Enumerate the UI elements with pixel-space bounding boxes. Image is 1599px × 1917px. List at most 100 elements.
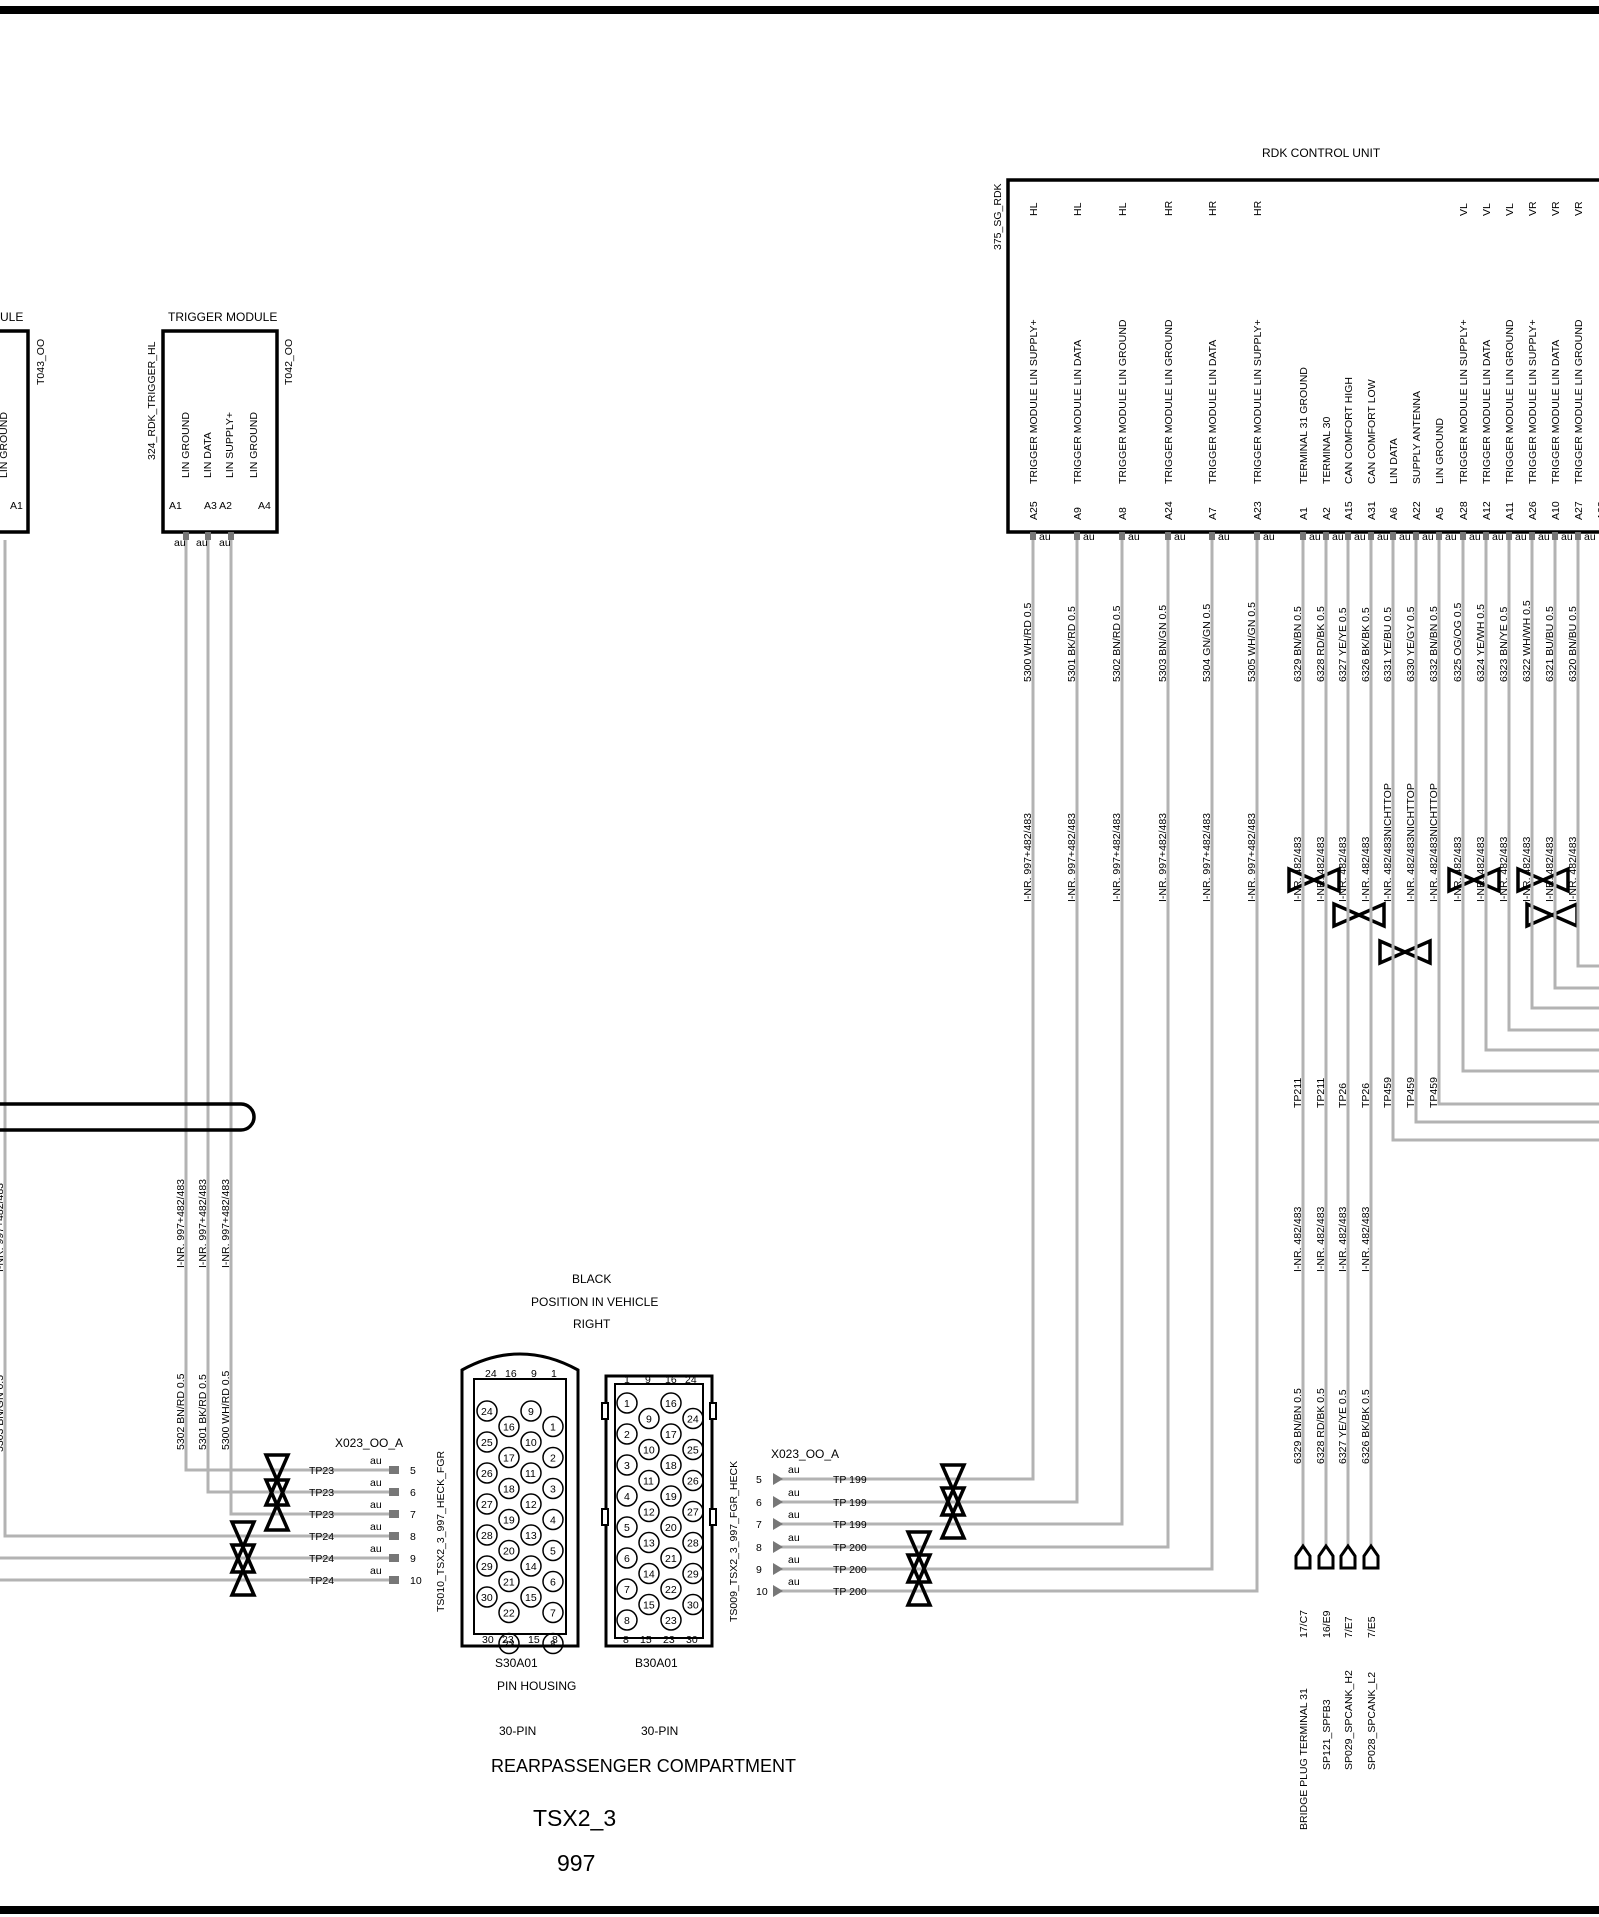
tp-right-terminal-3 [773, 1541, 783, 1553]
rdk-inr-4: I-NR. 997+482/483 [1201, 813, 1213, 902]
bridge-code-0: 17/C7 [1298, 1610, 1310, 1638]
housing-s30a01-pin-5 [542, 1539, 564, 1562]
trigger-module-hl[interactable]: TRIGGER MODULE 324_RDK_TRIGGER_HL T042_O… [146, 310, 295, 534]
housing-s30a01-pin-4 [542, 1508, 564, 1531]
rdk-wire-10: 6331 YE/BU 0.5 [1382, 607, 1394, 682]
rdk-au-18: au [1584, 531, 1596, 543]
hl-terminal-3 [228, 532, 234, 540]
pin-housing-b30a01[interactable]: 1234567891011121314151617181920212223242… [601, 1374, 740, 1738]
housing-s30a01-pin-14 [520, 1555, 542, 1577]
bottom-border [0, 1906, 1599, 1914]
pin-housing-group[interactable]: BLACK POSITION IN VEHICLE RIGHT 24252627… [435, 1272, 740, 1738]
housing-s30a01-pin-label-12: 12 [525, 1499, 537, 1511]
housing-b30a01-pin-label-7: 7 [624, 1584, 630, 1596]
housing-b30a01-pin-label-1: 1 [624, 1398, 630, 1410]
housing-s30a01-pin-29 [476, 1555, 498, 1577]
rdk-pin-a22: A22 [1411, 501, 1423, 520]
housing-b30a01-pin-label-26: 26 [687, 1476, 699, 1488]
rdk-wire-5: 5305 WH/GN 0.5 [1246, 602, 1258, 682]
housing-b30a01-pin-17 [660, 1423, 682, 1445]
housing-b30a01-pin-label-3: 3 [624, 1460, 630, 1472]
rdk-pin-a23: A23 [1252, 501, 1264, 520]
tp-left-bowtie-2 [263, 1478, 291, 1532]
trigger-hl-func-3: LIN GROUND [248, 412, 260, 478]
rdk-wire-line-3 [780, 540, 1170, 1549]
tp459-wire-line-1 [1414, 540, 1599, 1124]
housing-b30a01-pin-label-17: 17 [665, 1429, 677, 1441]
rdk-wire-1: 5301 BK/RD 0.5 [1066, 606, 1078, 682]
tp-right-bowtie-1 [939, 1463, 967, 1517]
housing-b30a01-pin-14 [638, 1562, 660, 1585]
housing-b30a01-bot-0: 8 [623, 1634, 629, 1646]
rdk-func-7: TERMINAL 30 [1321, 417, 1333, 484]
housing-s30a01-pin-15 [520, 1586, 542, 1608]
tp-right-terminal-1 [773, 1496, 783, 1508]
rdk-inr-12: I-NR. 482/483NICHTTOP [1428, 783, 1440, 902]
splice-bowtie-2 [1332, 901, 1386, 929]
housing-b30a01-pin-11 [638, 1469, 660, 1492]
tp-left-terminal-4 [389, 1554, 399, 1562]
rdk-au-14: au [1492, 531, 1504, 543]
housing-s30a01-pin-8 [542, 1632, 564, 1655]
housing-b30a01-pin-label-24: 24 [687, 1414, 699, 1426]
hl-au-1: au [196, 537, 208, 549]
housing-s30a01-pin-label-9: 9 [528, 1406, 534, 1418]
v-wire-line-4 [1553, 540, 1599, 990]
housing-b30a01-pin-label-10: 10 [643, 1445, 655, 1457]
rdk-func-3: TRIGGER MODULE LIN GROUND [1163, 319, 1175, 484]
trigger-left-func: LIN GROUND [0, 412, 10, 478]
tp-right-tp-2: TP 199 [833, 1519, 867, 1531]
rdk-pos-14: VL [1481, 203, 1493, 216]
splice-bowtie-4 [1447, 866, 1501, 894]
housing-s30a01-pin-11 [520, 1462, 542, 1484]
rdk-au-12: au [1445, 531, 1457, 543]
rdk-terminal-9 [1368, 532, 1374, 540]
bridge-wire-label-2: 6327 YE/YE 0.5 [1337, 1389, 1349, 1464]
trigger-hl-func-0: LIN GROUND [180, 412, 192, 478]
rdk-func-13: TRIGGER MODULE LIN SUPPLY+ [1458, 319, 1470, 484]
tp-left-bowtie-3 [229, 1520, 257, 1574]
rdk-func-16: TRIGGER MODULE LIN SUPPLY+ [1527, 319, 1539, 484]
hl-wire-label-1: 5301 BK/RD 0.5 [197, 1374, 209, 1450]
trigger-hl-func-2: LIN SUPPLY+ [224, 412, 236, 478]
rdk-au-0: au [1039, 531, 1051, 543]
bridge-code-3: 7/E5 [1366, 1616, 1378, 1638]
housing-b30a01-pin-label-19: 19 [665, 1491, 677, 1503]
housing-s30a01-pin-label-16: 16 [503, 1422, 515, 1434]
rdk-pin-a9: A9 [1072, 507, 1084, 520]
housing-s30a01-top-0: 24 [485, 1368, 497, 1380]
rdk-pin-a24: A24 [1163, 501, 1175, 520]
housing-s30a01-bot-0: 30 [482, 1634, 494, 1646]
housing-b30a01-pin-label-20: 20 [665, 1522, 677, 1534]
housing-b30a01-pin-8 [616, 1609, 638, 1631]
rdk-wire-18: 6320 BN/BU 0.5 [1567, 606, 1579, 682]
rdk-wire-17: 6321 BU/BU 0.5 [1544, 606, 1556, 682]
housing-b30a01-pin-10 [638, 1438, 660, 1461]
trigger-module-left[interactable]: ULE T043_OO A1 LIN GROUND [0, 310, 47, 534]
tp-left-pin-4: 9 [410, 1553, 416, 1565]
tp-right-terminal-5 [773, 1585, 783, 1597]
housing-s30a01-pin-20 [498, 1539, 520, 1562]
bridge-name-1: SP121_SPFB3 [1321, 1699, 1333, 1770]
splice-bowtie-1 [1287, 866, 1341, 894]
housing-s30a01-pin-30 [476, 1586, 498, 1608]
rdk-terminal-1 [1074, 532, 1080, 540]
trigger-module-hl-box [161, 329, 279, 534]
pin-housing-s30a01[interactable]: 2425262728293016171819202122239101112131… [435, 1352, 580, 1738]
tp-left-terminal-0 [389, 1466, 399, 1474]
housing-b30a01-pin-label-6: 6 [624, 1553, 630, 1565]
rdk-terminal-15 [1506, 532, 1512, 540]
rdk-wire-line-5 [780, 540, 1259, 1593]
trigger-left-pin-a1: A1 [10, 500, 23, 512]
housing-b30a01-pin-label-25: 25 [687, 1445, 699, 1457]
housing-s30a01-pincount: 30-PIN [499, 1724, 536, 1738]
rdk-pin-a5: A5 [1434, 507, 1446, 520]
tp-mid-label-5: TP459 [1405, 1077, 1417, 1108]
housing-b30a01-latch-l1 [601, 1402, 609, 1420]
rdk-inr-9: I-NR. 482/483 [1360, 836, 1372, 902]
hl-terminal-1 [205, 532, 211, 540]
rdk-pos-18: VR [1573, 201, 1585, 216]
rdk-terminal-17 [1552, 532, 1558, 540]
